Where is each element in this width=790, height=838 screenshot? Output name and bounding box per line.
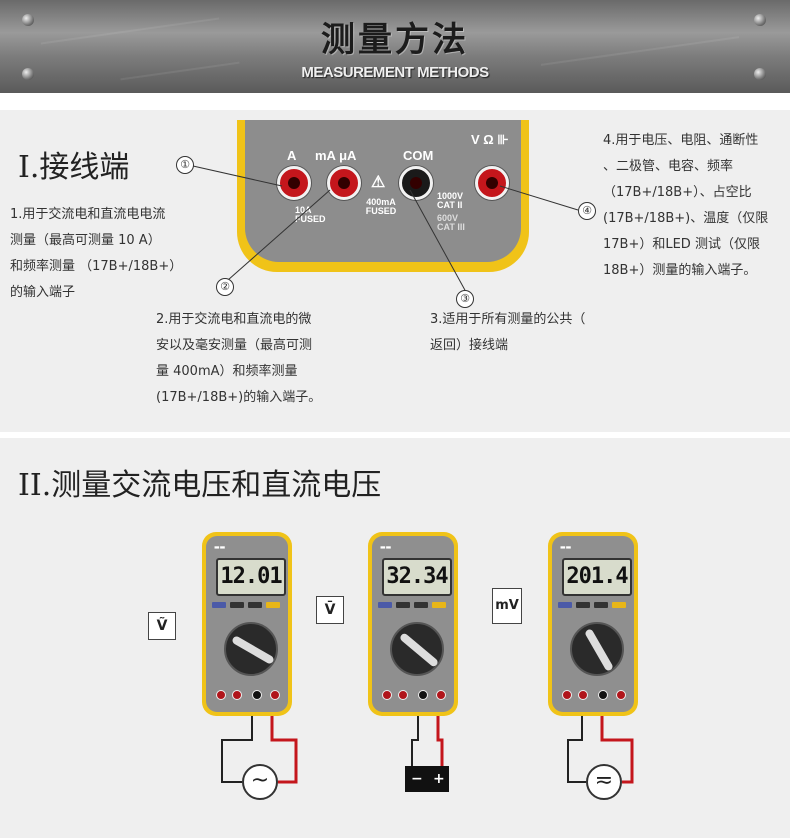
- screw-icon: [754, 68, 766, 80]
- desc-line: （17B+/18B+）、占空比: [603, 185, 752, 200]
- battery-icon: − +: [405, 766, 449, 792]
- ac-voltage-mode-icon: Ṽ: [148, 612, 176, 640]
- desc-line: 2.用于交流电和直流电的微: [156, 312, 312, 327]
- desc-line: 安以及毫安测量（最高可测: [156, 338, 313, 353]
- fluke-logo: ▬▬: [380, 544, 392, 551]
- screw-icon: [22, 14, 34, 26]
- rotary-dial: [390, 622, 444, 676]
- rotary-dial: [570, 622, 624, 676]
- terminal-ma-description: 2.用于交流电和直流电的微 安以及毫安测量（最高可测 量 400mA）和频率测量…: [156, 307, 376, 411]
- desc-line: 17B+）和LED 测试（仅限: [603, 237, 760, 252]
- com-jack: [399, 166, 433, 200]
- terminal-a-description: 1.用于交流电和直流电电流 测量（最高可测量 10 A） 和频率测量 （17B+…: [10, 202, 210, 306]
- terminal-panel-image: A mA μA COM V Ω ⊪ ⚠ 10A FUSED 400mA FUSE…: [237, 120, 529, 272]
- ac-source-icon: ~: [242, 764, 278, 800]
- battery-plus: +: [433, 771, 445, 787]
- callout-3: ③: [456, 290, 474, 308]
- desc-line: 18B+）测量的输入端子。: [603, 263, 757, 278]
- terminal-v-description: 4.用于电压、电阻、通断性 、二极管、电容、频率 （17B+/18B+）、占空比…: [603, 128, 788, 284]
- mv-mode-icon: mV: [492, 588, 522, 624]
- v-jack: [475, 166, 509, 200]
- desc-line: 量 400mA）和频率测量: [156, 364, 298, 379]
- battery-minus: −: [411, 771, 423, 787]
- cat-iii-label: 600V CAT III: [437, 213, 465, 232]
- fused-400ma-label: 400mA FUSED: [365, 197, 397, 216]
- multimeter-dc: ▬▬ 32.34: [368, 532, 458, 716]
- screw-icon: [22, 68, 34, 80]
- terminal-v-label: V Ω ⊪: [471, 132, 509, 147]
- desc-line: 和频率测量 （17B+/18B+）: [10, 259, 183, 274]
- meter-display: 12.01: [216, 558, 286, 596]
- dc-voltage-mode-icon: V̄: [316, 596, 344, 624]
- desc-line: 测量（最高可测量 10 A）: [10, 233, 161, 248]
- fused-10a-label: 10A FUSED: [295, 205, 326, 224]
- banner-subtitle: MEASUREMENT METHODS: [301, 64, 489, 81]
- desc-line: 的输入端子: [10, 285, 76, 300]
- terminal-com-description: 3.适用于所有测量的公共（ 返回）接线端: [430, 307, 650, 359]
- multimeter-mv: ▬▬ 201.4: [548, 532, 638, 716]
- header-banner: 测量方法 MEASUREMENT METHODS: [0, 0, 790, 93]
- desc-line: 1.用于交流电和直流电电流: [10, 207, 166, 222]
- callout-2: ②: [216, 278, 234, 296]
- desc-line: (17B+/18B+)、温度（仅限: [603, 211, 769, 226]
- desc-line: (17B+/18B+)的输入端子。: [156, 390, 322, 405]
- section1-heading: I.接线端: [18, 150, 130, 185]
- meter-display: 32.34: [382, 558, 452, 596]
- desc-line: 3.适用于所有测量的公共（: [430, 312, 586, 327]
- meter-display: 201.4: [562, 558, 632, 596]
- desc-line: 、二极管、电容、频率: [603, 159, 734, 174]
- cat-ii-label: 1000V CAT II: [437, 191, 464, 210]
- terminal-ma-label: mA μA: [315, 148, 357, 163]
- banner-title: 测量方法: [321, 20, 469, 60]
- fluke-logo: ▬▬: [214, 544, 226, 551]
- callout-1: ①: [176, 156, 194, 174]
- multimeter-ac: ▬▬ 12.01: [202, 532, 292, 716]
- terminal-com-label: COM: [403, 148, 434, 163]
- a-jack: [277, 166, 311, 200]
- callout-4: ④: [578, 202, 596, 220]
- ac-dc-source-icon: ≂: [586, 764, 622, 800]
- section2-heading: II.测量交流电压和直流电压: [18, 468, 382, 503]
- desc-line: 返回）接线端: [430, 338, 509, 353]
- ma-jack: [327, 166, 361, 200]
- warning-icon: ⚠: [371, 174, 386, 191]
- terminal-a-label: A: [287, 148, 297, 163]
- desc-line: 4.用于电压、电阻、通断性: [603, 133, 759, 148]
- rotary-dial: [224, 622, 278, 676]
- fluke-logo: ▬▬: [560, 544, 572, 551]
- screw-icon: [754, 14, 766, 26]
